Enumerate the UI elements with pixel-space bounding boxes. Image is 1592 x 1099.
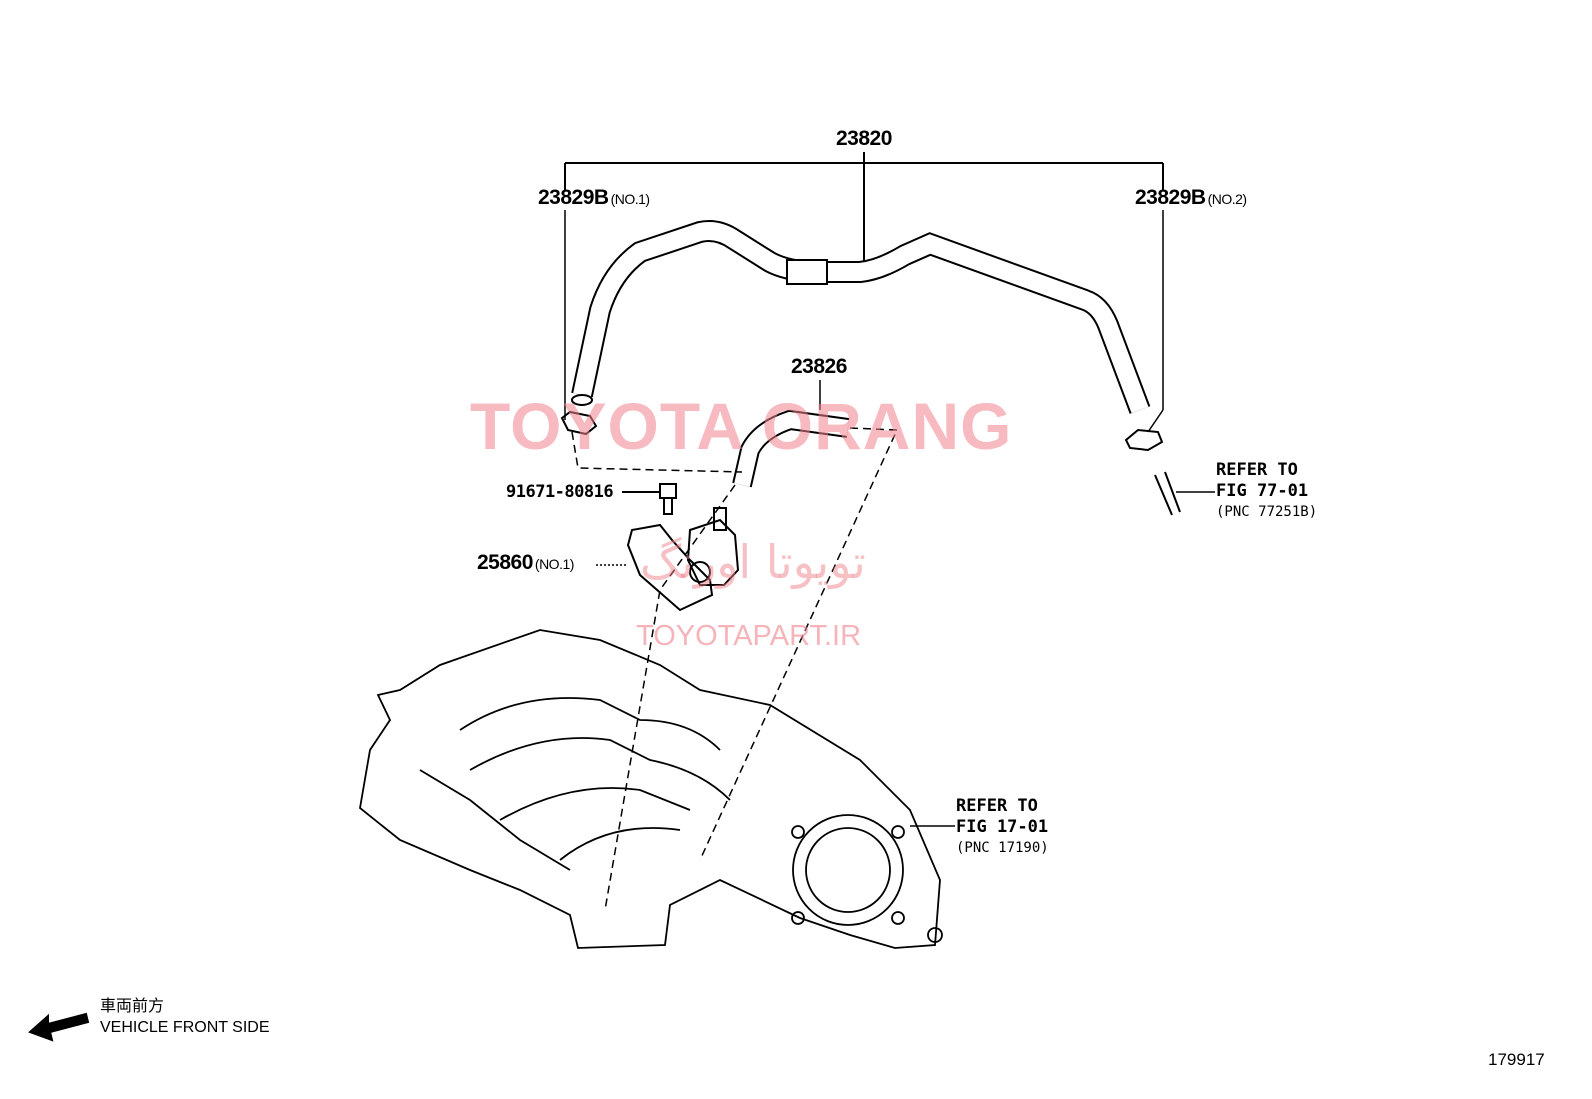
figure-number: 179917 <box>1488 1050 1545 1069</box>
dashed-guides <box>571 427 899 911</box>
vehicle-front-label: 車両前方 VEHICLE FRONT SIDE <box>100 996 270 1038</box>
hose-23820 <box>571 220 1151 414</box>
part-number: 25860 <box>477 551 533 574</box>
reference-fig-77-01[interactable]: REFER TO FIG 77-01 (PNC 77251B) <box>1216 460 1317 523</box>
ref-line2: FIG 77-01 <box>1216 481 1309 501</box>
intake-manifold <box>359 629 955 949</box>
part-note: (NO.1) <box>610 191 651 207</box>
leader-23820 <box>564 152 1164 433</box>
clamp-no1 <box>560 410 598 436</box>
bracket-25860 <box>596 507 740 612</box>
watermark-title: TOYOTA ORANG <box>470 389 1013 463</box>
hose-23826 <box>732 380 850 488</box>
ref-line1: REFER TO <box>956 796 1038 816</box>
part-number: 23829B <box>538 186 609 209</box>
part-label-23826[interactable]: 23826 <box>791 355 847 378</box>
part-label-23829b-no2[interactable]: 23829B(NO.2) <box>1135 186 1247 210</box>
reference-fig-17-01[interactable]: REFER TO FIG 17-01 (PNC 17190) <box>956 796 1049 859</box>
part-note: (NO.2) <box>1207 191 1248 207</box>
bolt-91671 <box>622 483 677 515</box>
ref-pnc: (PNC 77251B) <box>1216 504 1318 520</box>
part-note: (NO.1) <box>534 556 575 572</box>
part-label-23820[interactable]: 23820 <box>836 127 892 150</box>
hose-stub-77251b <box>1154 471 1215 516</box>
direction-en: VEHICLE FRONT SIDE <box>100 1019 270 1036</box>
ref-line1: REFER TO <box>1216 460 1298 480</box>
vehicle-front-arrow-icon <box>28 1012 90 1042</box>
watermark-site: TOYOTAPART.IR <box>636 620 862 652</box>
part-label-25860[interactable]: 25860(NO.1) <box>477 551 574 575</box>
watermark-persian: تویوتا اورنگ <box>640 535 866 589</box>
clamp-no2 <box>1124 428 1164 452</box>
part-label-23829b-no1[interactable]: 23829B(NO.1) <box>538 186 650 210</box>
ref-line2: FIG 17-01 <box>956 817 1049 837</box>
direction-jp: 車両前方 <box>100 998 165 1015</box>
part-number: 23829B <box>1135 186 1206 209</box>
ref-pnc: (PNC 17190) <box>956 840 1049 856</box>
part-label-91671-80816[interactable]: 91671-80816 <box>506 482 614 502</box>
